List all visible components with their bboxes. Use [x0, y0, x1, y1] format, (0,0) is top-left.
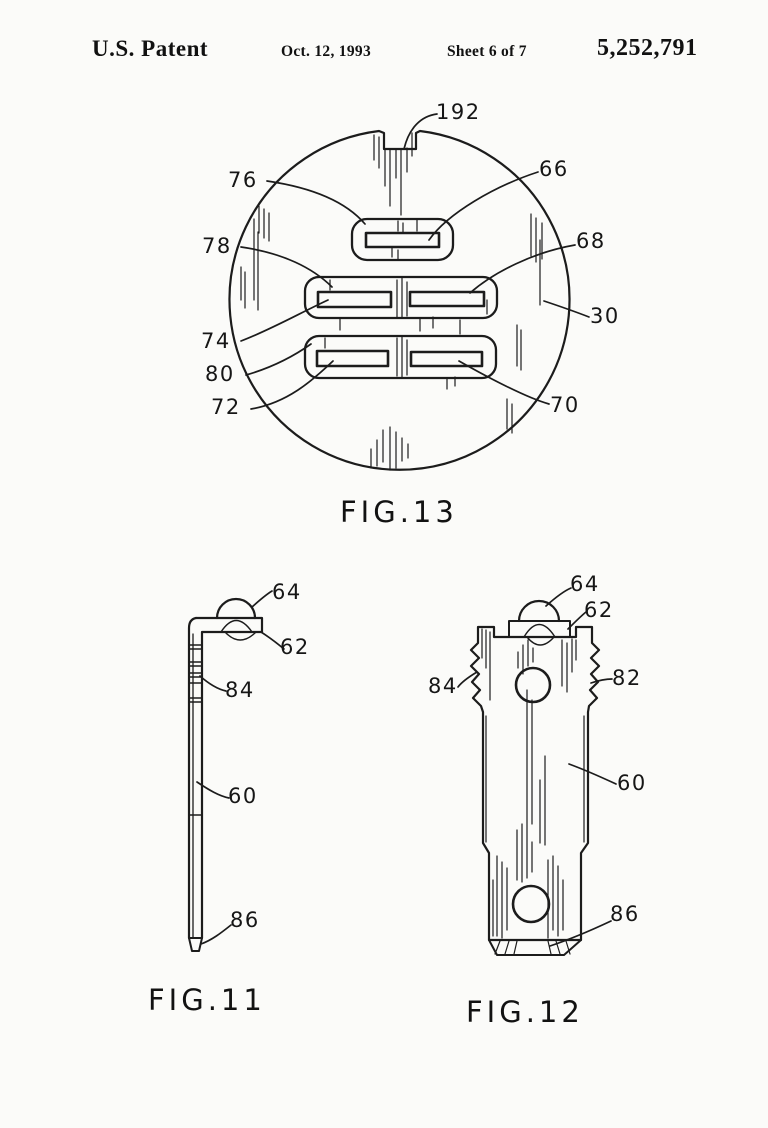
ref-label-fig12-84: 84	[428, 674, 458, 698]
ref-label-fig12-62: 62	[584, 598, 614, 622]
fig11-head-and-blade	[194, 616, 264, 940]
fig11-line-art	[187, 590, 285, 952]
fig12-dome	[517, 599, 561, 623]
ref-label-66: 66	[539, 157, 569, 181]
ref-label-70: 70	[550, 393, 580, 417]
fig13-lower-left-slot	[315, 349, 390, 368]
figure-caption-fig12: FIG.12	[466, 995, 584, 1029]
fig13-line-art	[228, 113, 590, 471]
fig13-middle-left-slot	[316, 290, 393, 309]
fig13-middle-right-slot	[408, 290, 486, 308]
ref-label-68: 68	[576, 229, 606, 253]
ref-label-76: 76	[228, 168, 258, 192]
fig11-ribs	[188, 644, 203, 816]
fig12-leader-lines	[457, 587, 617, 947]
fig12-tip-hatch	[494, 940, 571, 955]
patent-header-date: Oct. 12, 1993	[281, 43, 371, 60]
ref-label-fig11-62: 62	[280, 635, 310, 659]
ref-label-fig12-64: 64	[570, 572, 600, 596]
ref-label-80: 80	[205, 362, 235, 386]
patent-header-title: U.S. Patent	[92, 36, 209, 61]
fig13-leader-lines	[240, 113, 590, 410]
ref-label-fig12-82: 82	[612, 666, 642, 690]
fig12-cap	[508, 620, 571, 638]
patent-header-sheet: Sheet 6 of 7	[447, 43, 527, 60]
ref-label-fig11-60: 60	[228, 784, 258, 808]
ref-label-74: 74	[201, 329, 231, 353]
ref-label-72: 72	[211, 395, 241, 419]
fig13-lower-plate	[303, 334, 498, 380]
figure-caption-fig13: FIG.13	[340, 495, 458, 529]
fig11-leader-lines	[196, 590, 285, 945]
ref-label-fig12-86: 86	[610, 902, 640, 926]
ref-label-fig12-60: 60	[617, 771, 647, 795]
patent-header-number: 5,252,791	[597, 35, 698, 61]
fig12-body-outline	[469, 625, 601, 942]
fig11-blade-left-edge	[187, 616, 198, 940]
fig13-top-boss	[350, 217, 455, 262]
fig11-dome	[215, 597, 257, 620]
fig11-dome-inner-arcs	[220, 619, 257, 641]
figure-caption-fig11: FIG.11	[148, 983, 266, 1017]
fig13-middle-plate	[303, 275, 499, 320]
fig12-lower-hole	[511, 884, 551, 924]
ref-label-78: 78	[202, 234, 232, 258]
ref-label-fig11-84: 84	[225, 678, 255, 702]
fig12-hatching	[481, 628, 585, 939]
fig13-lower-right-slot	[409, 350, 484, 368]
fig12-upper-hole	[514, 666, 552, 704]
fig12-line-art	[457, 587, 617, 956]
fig13-circle-outline	[228, 129, 571, 471]
ref-label-30: 30	[590, 304, 620, 328]
ref-label-fig11-86: 86	[230, 908, 260, 932]
fig11-tip	[188, 937, 203, 952]
fig12-tip	[488, 939, 582, 956]
ref-label-192: 192	[436, 100, 481, 124]
fig13-top-slot	[364, 231, 441, 249]
ref-label-fig11-64: 64	[272, 580, 302, 604]
fig12-dome-inner-arcs	[523, 623, 556, 646]
